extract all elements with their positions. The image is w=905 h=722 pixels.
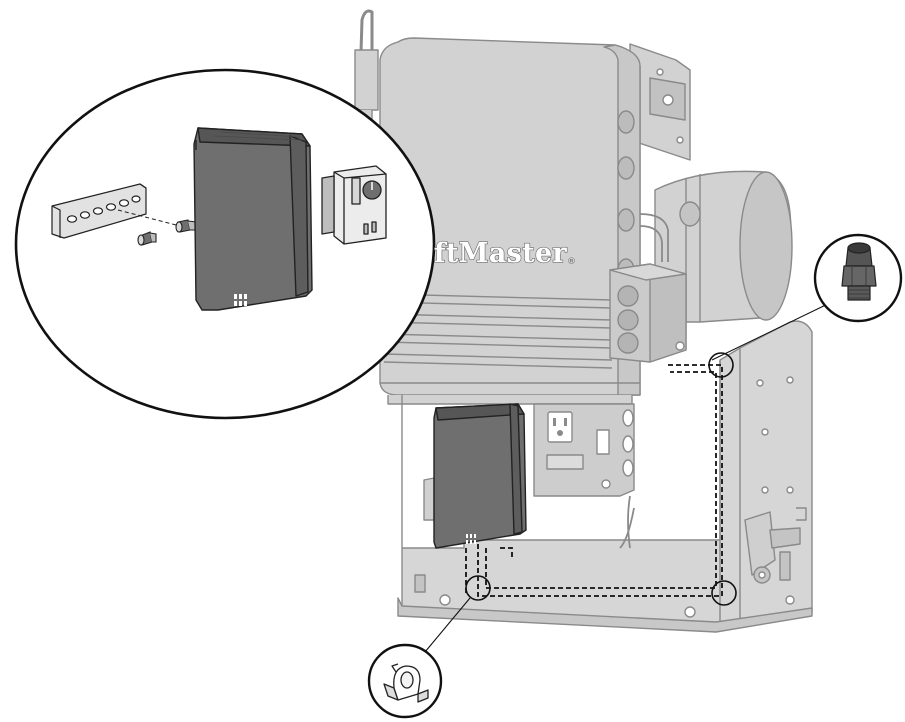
toggle-switch	[596, 429, 610, 455]
garage-door-operator	[354, 9, 813, 633]
frame-hole	[756, 379, 764, 387]
frame-hole	[761, 486, 769, 494]
thermostat-icon	[321, 165, 387, 245]
operator-lower-frame	[397, 320, 813, 633]
heater	[423, 403, 527, 549]
heater-vent-holes	[234, 294, 247, 312]
outlet-icon	[547, 411, 573, 443]
housing-knockout	[617, 110, 635, 134]
housing-knockout	[617, 156, 635, 180]
outlet-control-box	[533, 403, 635, 549]
junction-box	[609, 263, 687, 363]
housing-knockout	[617, 208, 635, 232]
cable-clip-location-marker	[465, 575, 491, 601]
heater-assembly-callout: ftMaster ®	[14, 68, 576, 420]
cable-gland-location-marker	[708, 352, 734, 378]
brand-registered-mark: ®	[567, 257, 576, 267]
cable-clip-callout	[367, 643, 443, 719]
operator-housing	[379, 37, 641, 405]
screw-icon	[137, 231, 157, 246]
cable-clip-leader-line	[424, 597, 471, 653]
heater-top-grille	[213, 131, 303, 141]
frame-hole	[786, 486, 794, 494]
heater-vent-holes	[466, 534, 476, 544]
frame-hole	[786, 376, 794, 384]
brand-logo: ftMaster	[434, 238, 567, 269]
frame-hole	[785, 595, 795, 605]
heater-icon	[193, 127, 313, 312]
cable-gland-leader-line	[711, 299, 837, 361]
cable-clip-icon	[383, 663, 429, 703]
operator-top-bracket	[629, 43, 691, 161]
assembly-guide-line	[117, 209, 181, 227]
cable-gland-icon	[841, 242, 877, 301]
electric-motor	[639, 170, 793, 323]
din-rail-icon	[51, 183, 147, 239]
cable-gland-callout	[813, 233, 903, 323]
operator-release-rod	[354, 9, 379, 126]
screw-icon	[175, 219, 197, 233]
frame-hole	[761, 428, 769, 436]
cable-clip-location-marker	[711, 580, 737, 606]
